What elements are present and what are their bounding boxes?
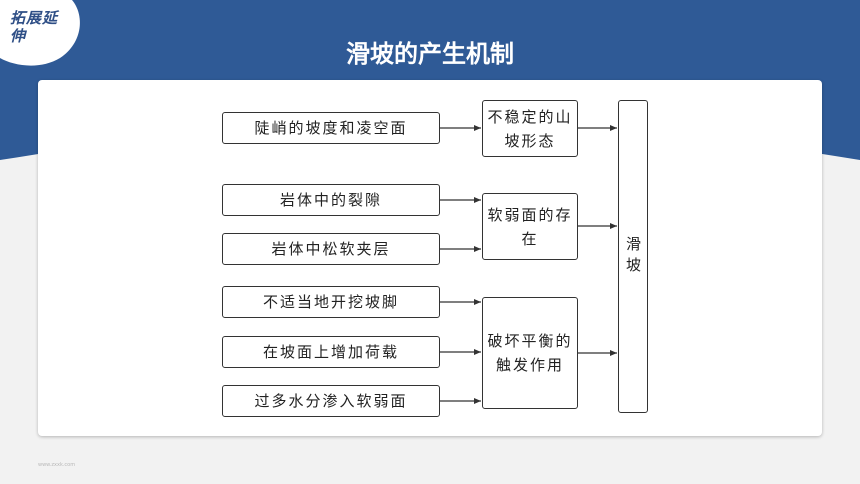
mechanism-box-2: 软弱面的存在 (482, 193, 578, 260)
cause-box-3: 岩体中松软夹层 (222, 233, 440, 265)
mechanism-box-3: 破坏平衡的触发作用 (482, 297, 578, 409)
cause-box-6: 过多水分渗入软弱面 (222, 385, 440, 417)
cause-box-5: 在坡面上增加荷载 (222, 336, 440, 368)
watermark: www.zxxk.com (38, 462, 76, 468)
badge-label: 拓展延伸 (10, 9, 59, 45)
cause-box-2: 岩体中的裂隙 (222, 184, 440, 216)
cause-box-1: 陡峭的坡度和凌空面 (222, 112, 440, 144)
result-box: 滑坡 (618, 100, 648, 413)
cause-box-4: 不适当地开挖坡脚 (222, 286, 440, 318)
page-title: 滑坡的产生机制 (346, 40, 514, 68)
mechanism-box-1: 不稳定的山坡形态 (482, 100, 578, 157)
badge-shape (0, 0, 80, 66)
